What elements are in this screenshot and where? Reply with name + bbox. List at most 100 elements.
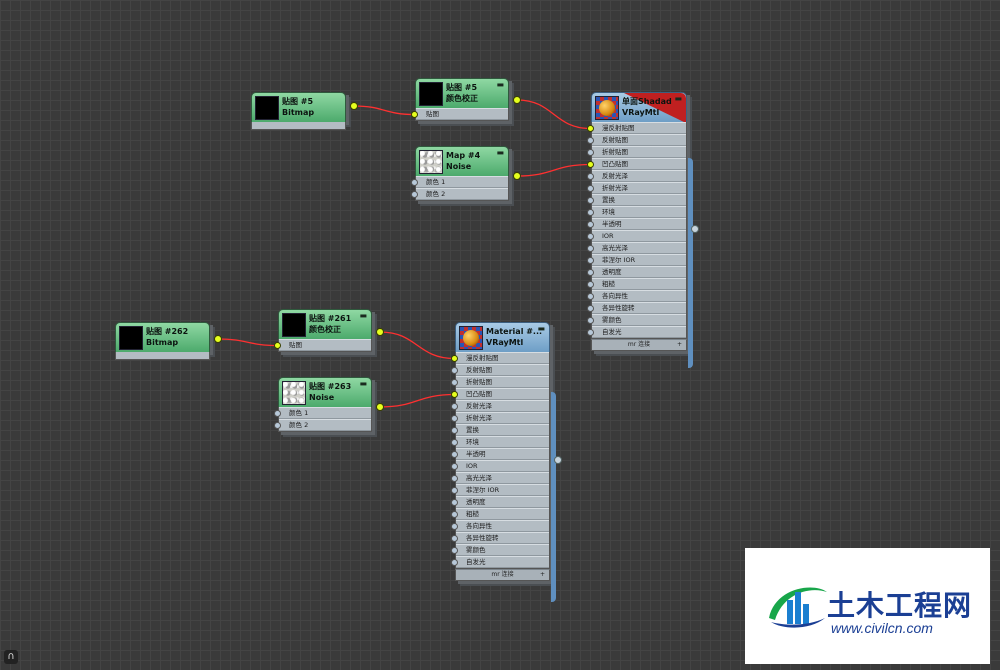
input-socket[interactable] — [451, 559, 458, 566]
input-socket[interactable] — [451, 547, 458, 554]
input-row[interactable]: 透明度 — [587, 266, 686, 278]
input-row[interactable]: 各向异性 — [587, 290, 686, 302]
input-row[interactable]: 折射光泽 — [587, 182, 686, 194]
output-socket[interactable] — [513, 172, 521, 180]
input-socket[interactable] — [451, 403, 458, 410]
input-socket[interactable] — [451, 367, 458, 374]
node-header[interactable]: 贴图 #263 Noise ▬ — [278, 377, 372, 407]
connection-wire[interactable] — [379, 393, 455, 408]
input-socket[interactable] — [451, 427, 458, 434]
input-row[interactable]: 菲涅尔 IOR — [587, 254, 686, 266]
viewport-nav-icon[interactable]: ∩ — [4, 650, 18, 664]
output-socket[interactable] — [350, 102, 358, 110]
input-row[interactable]: 贴图 — [411, 108, 508, 120]
input-socket[interactable] — [451, 439, 458, 446]
input-row[interactable]: 各向异性 — [451, 520, 549, 532]
input-socket[interactable] — [587, 221, 594, 228]
input-row[interactable]: 透明度 — [451, 496, 549, 508]
input-row[interactable]: 颜色 2 — [274, 419, 371, 431]
connection-wire[interactable] — [379, 331, 455, 360]
output-socket[interactable] — [214, 335, 222, 343]
input-socket[interactable] — [274, 422, 281, 429]
input-socket[interactable] — [587, 197, 594, 204]
input-socket[interactable] — [587, 281, 594, 288]
input-socket[interactable] — [587, 125, 594, 132]
expand-icon[interactable]: + — [676, 341, 682, 348]
input-row[interactable]: 自发光 — [451, 556, 549, 568]
minimize-icon[interactable]: ▬ — [496, 148, 504, 157]
material-node-vraymtl-material[interactable]: Material #... VRayMtl ▬ 漫反射贴图反射贴图折射贴图凹凸贴… — [451, 322, 562, 602]
output-socket[interactable] — [513, 96, 521, 104]
map-node-color-correction-261[interactable]: 贴图 #261 颜色校正 ▬ 贴图 — [274, 309, 384, 352]
map-node-color-correction-5[interactable]: 贴图 #5 颜色校正 ▬ 贴图 — [411, 78, 521, 121]
input-socket[interactable] — [587, 269, 594, 276]
connection-wire[interactable] — [516, 163, 591, 177]
input-socket[interactable] — [451, 379, 458, 386]
input-socket[interactable] — [587, 209, 594, 216]
input-socket[interactable] — [451, 511, 458, 518]
input-row[interactable]: 高光光泽 — [451, 472, 549, 484]
input-row[interactable]: 折射贴图 — [587, 146, 686, 158]
input-row[interactable]: 凹凸贴图 — [451, 388, 549, 400]
input-row[interactable]: 折射光泽 — [451, 412, 549, 424]
input-socket[interactable] — [451, 391, 458, 398]
mr-connection-footer[interactable]: mr 连接+ — [591, 339, 687, 351]
map-node-noise-4[interactable]: Map #4 Noise ▬ 颜色 1 颜色 2 — [411, 146, 521, 201]
input-row[interactable]: 环境 — [587, 206, 686, 218]
input-row[interactable]: 各异性旋转 — [451, 532, 549, 544]
input-row[interactable]: 颜色 1 — [274, 407, 371, 419]
map-node-bitmap-262[interactable]: 贴图 #262 Bitmap — [115, 322, 222, 360]
input-row[interactable]: 雾颜色 — [587, 314, 686, 326]
input-socket[interactable] — [451, 499, 458, 506]
input-socket[interactable] — [451, 523, 458, 530]
input-socket[interactable] — [587, 245, 594, 252]
input-socket[interactable] — [587, 173, 594, 180]
input-socket[interactable] — [451, 355, 458, 362]
input-socket[interactable] — [451, 535, 458, 542]
input-socket[interactable] — [411, 111, 418, 118]
minimize-icon[interactable]: ▬ — [496, 80, 504, 89]
input-row[interactable]: 反射光泽 — [451, 400, 549, 412]
input-row[interactable]: 贴图 — [274, 339, 371, 351]
input-row[interactable]: 反射贴图 — [451, 364, 549, 376]
input-row[interactable]: 雾颜色 — [451, 544, 549, 556]
node-header[interactable]: 贴图 #262 Bitmap — [115, 322, 210, 352]
input-socket[interactable] — [587, 329, 594, 336]
input-socket[interactable] — [587, 233, 594, 240]
node-header[interactable]: Material #... VRayMtl ▬ — [455, 322, 550, 352]
input-socket[interactable] — [274, 410, 281, 417]
input-row[interactable]: 高光光泽 — [587, 242, 686, 254]
minimize-icon[interactable]: ▬ — [359, 311, 367, 320]
node-header[interactable]: 贴图 #5 Bitmap — [251, 92, 346, 122]
input-socket[interactable] — [587, 185, 594, 192]
input-row[interactable]: 各异性旋转 — [587, 302, 686, 314]
input-row[interactable]: 漫反射贴图 — [451, 352, 549, 364]
map-node-noise-263[interactable]: 贴图 #263 Noise ▬ 颜色 1 颜色 2 — [274, 377, 384, 432]
minimize-icon[interactable]: ▬ — [674, 94, 682, 103]
input-socket[interactable] — [411, 191, 418, 198]
input-row[interactable]: 环境 — [451, 436, 549, 448]
minimize-icon[interactable]: ▬ — [359, 379, 367, 388]
input-socket[interactable] — [587, 257, 594, 264]
connection-wire[interactable] — [217, 338, 278, 347]
node-header[interactable]: Map #4 Noise ▬ — [415, 146, 509, 176]
input-socket[interactable] — [587, 149, 594, 156]
input-row[interactable]: 半透明 — [587, 218, 686, 230]
input-row[interactable]: 漫反射贴图 — [587, 122, 686, 134]
input-socket[interactable] — [587, 137, 594, 144]
input-row[interactable]: IOR — [451, 460, 549, 472]
mr-connection-footer[interactable]: mr 连接+ — [455, 569, 550, 581]
input-row[interactable]: 菲涅尔 IOR — [451, 484, 549, 496]
input-row[interactable]: IOR — [587, 230, 686, 242]
input-socket[interactable] — [451, 415, 458, 422]
output-socket[interactable] — [554, 456, 562, 464]
input-row[interactable]: 颜色 1 — [411, 176, 508, 188]
material-node-vraymtl-shadad[interactable]: 单面Shadad VRayMtl ▬ 漫反射贴图反射贴图折射贴图凹凸贴图反射光泽… — [587, 92, 699, 368]
input-socket[interactable] — [451, 475, 458, 482]
node-header[interactable]: 贴图 #261 颜色校正 ▬ — [278, 309, 372, 339]
input-row[interactable]: 凹凸贴图 — [587, 158, 686, 170]
input-row[interactable]: 粗糙 — [451, 508, 549, 520]
output-socket[interactable] — [376, 328, 384, 336]
input-row[interactable]: 粗糙 — [587, 278, 686, 290]
